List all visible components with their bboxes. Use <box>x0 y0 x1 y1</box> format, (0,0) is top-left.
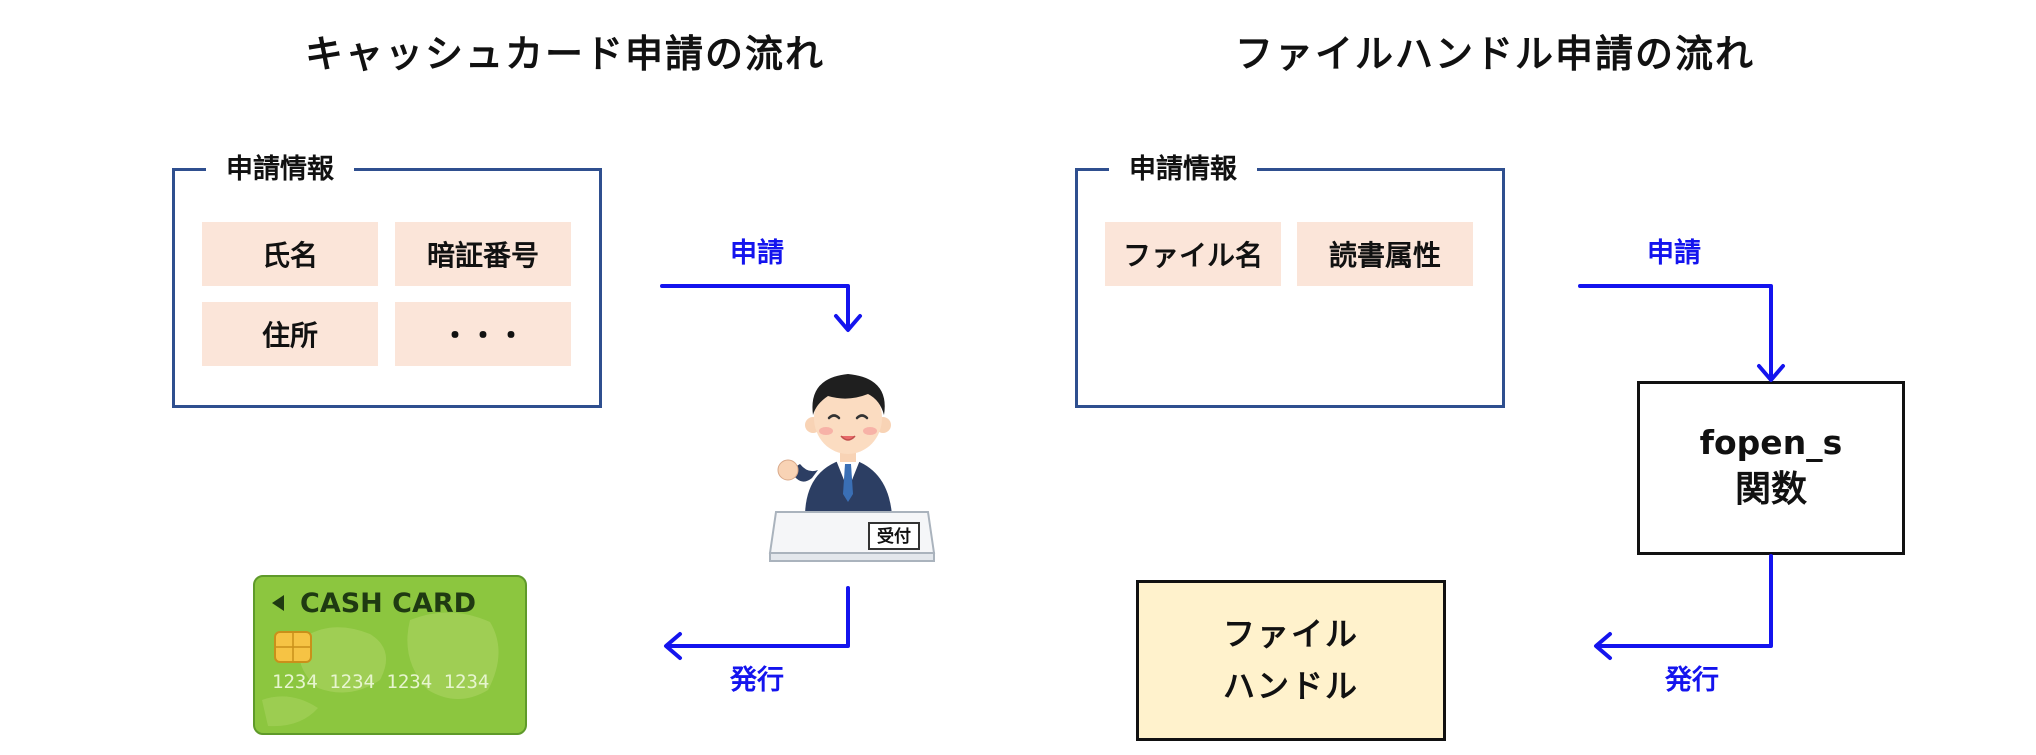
receptionist-tie <box>843 464 853 502</box>
left-issue-arrow <box>664 586 850 660</box>
cash-card-illustration: CASH CARD 1234 1234 1234 1234 <box>253 575 527 735</box>
desk-sign <box>868 522 920 550</box>
file-handle-line1: ファイル <box>1222 615 1359 654</box>
right-apply-arrow <box>1578 284 1785 382</box>
receptionist-hand <box>777 459 799 481</box>
right-apply-label: 申請 <box>1647 238 1701 269</box>
right-cell-rw-attr: 読書属性 <box>1297 222 1473 286</box>
file-handle-box: ファイル ハンドル <box>1136 580 1446 741</box>
right-issue-label: 発行 <box>1665 665 1719 696</box>
function-name: fopen_s <box>1699 423 1843 463</box>
desk-sign-text: 受付 <box>877 526 911 547</box>
cash-card-number: 1234 1234 1234 1234 <box>272 671 489 693</box>
cash-card-title: CASH CARD <box>300 588 476 619</box>
right-cell-filename: ファイル名 <box>1105 222 1281 286</box>
left-info-panel <box>172 168 602 408</box>
left-cell-name: 氏名 <box>202 222 378 286</box>
receptionist-illustration <box>777 374 892 515</box>
file-handle-line2: ハンドル <box>1222 666 1359 705</box>
right-title: ファイルハンドル申請の流れ <box>1235 32 1756 76</box>
receptionist-face <box>814 382 882 454</box>
function-suffix: 関数 <box>1734 468 1807 510</box>
reception-desk: 受付 <box>768 511 936 562</box>
left-apply-label: 申請 <box>730 238 784 269</box>
left-panel-label: 申請情報 <box>206 156 354 183</box>
left-issue-label: 発行 <box>730 665 784 696</box>
left-title: キャッシュカード申請の流れ <box>305 32 826 76</box>
left-apply-arrow <box>660 284 862 332</box>
receptionist-hair <box>812 374 885 415</box>
right-panel-label: 申請情報 <box>1109 156 1257 183</box>
left-cell-pin: 暗証番号 <box>395 222 571 286</box>
right-info-panel <box>1075 168 1505 408</box>
right-issue-arrow <box>1594 554 1773 660</box>
fopen-s-function-box: fopen_s 関数 <box>1637 381 1905 555</box>
left-cell-etc: ・・・ <box>395 302 571 366</box>
left-cell-address: 住所 <box>202 302 378 366</box>
